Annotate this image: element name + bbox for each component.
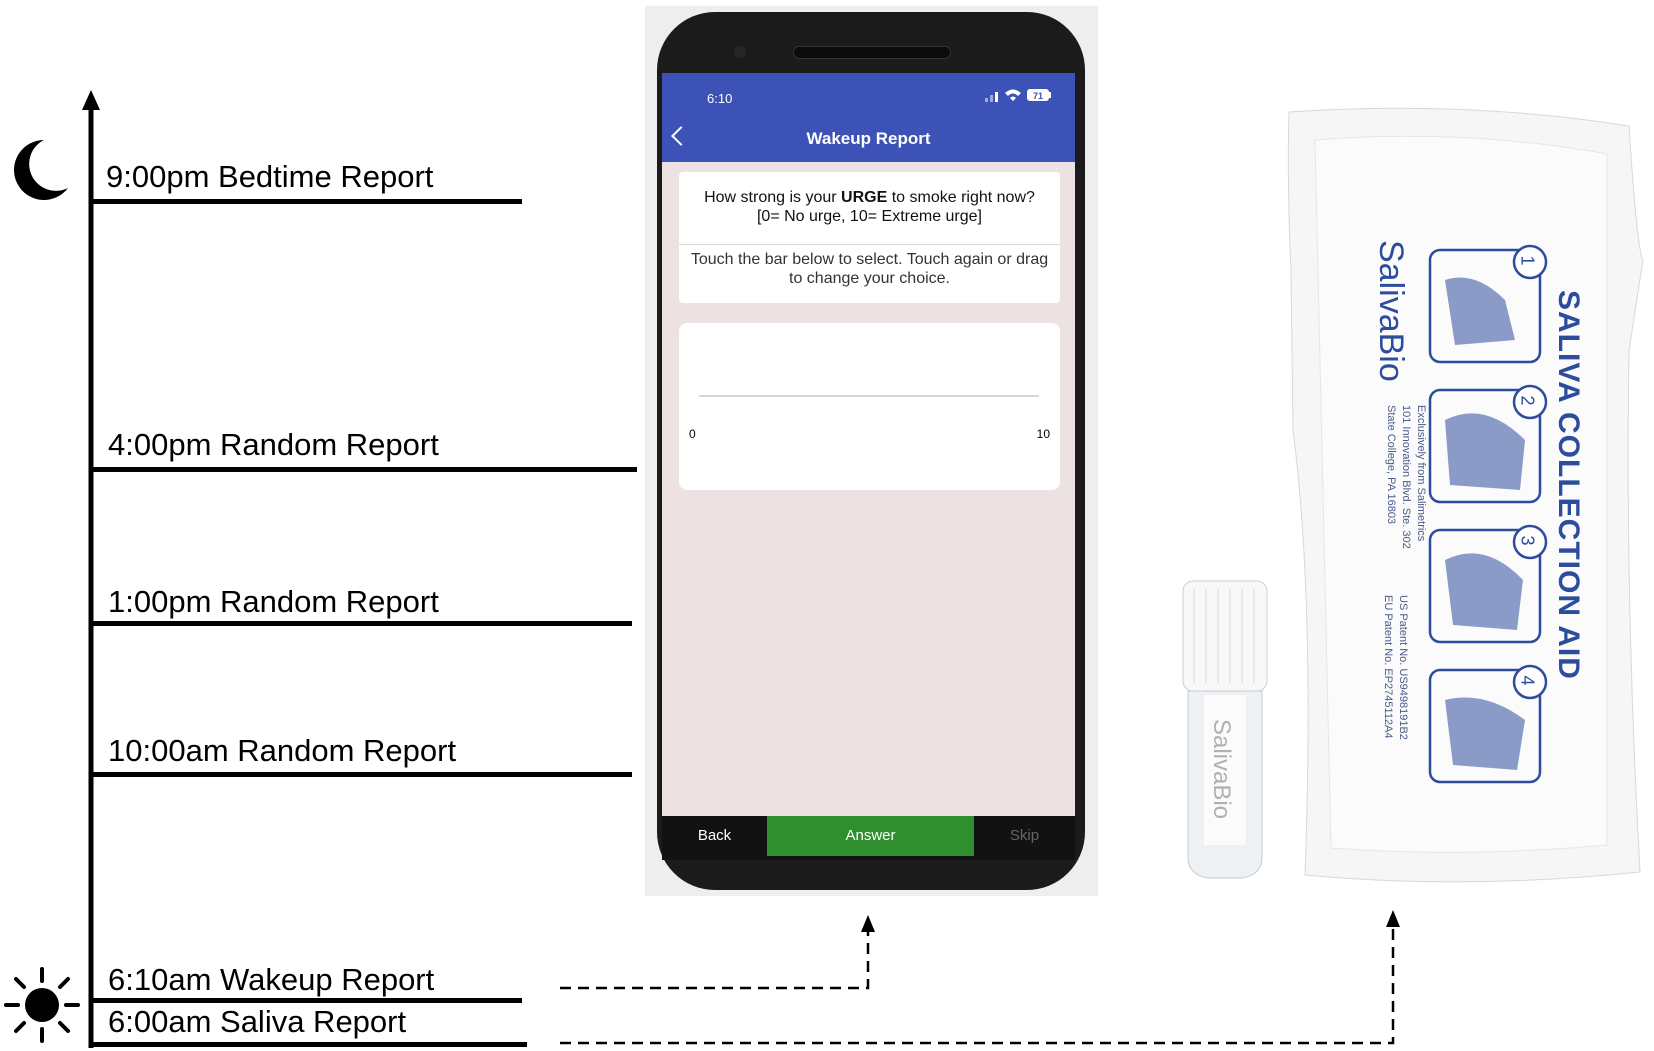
back-button[interactable]: Back [697,827,732,844]
saliva-arrowhead [1386,910,1400,927]
pouch-address: Exclusively from Salimetrics 101 Innovat… [1383,405,1428,549]
question-post: to smoke right now? [887,189,1035,206]
report-line-random-10am [91,772,632,777]
wakeup-connector [560,930,870,990]
pouch-title: SALIVA COLLECTION AID [1552,290,1585,680]
question-text: How strong is your URGE to smoke right n… [689,188,1050,242]
phone-speaker [793,46,951,59]
report-label-wakeup: 6:10am Wakeup Report [108,962,435,997]
question-scale: [0= No urge, 10= Extreme urge] [756,208,982,225]
step-3-panel [1428,528,1542,644]
timeline-axis [82,90,100,1048]
saliva-pouch [1287,107,1644,883]
bottom-nav: Back Answer Skip [662,816,1075,860]
urge-slider-track[interactable] [699,395,1039,397]
question-emphasis: URGE [841,189,888,206]
report-line-saliva [91,1042,527,1047]
pouch-address-line-3: State College, PA 16803 [1385,405,1397,525]
step-4-panel [1428,668,1542,784]
saliva-vial [1182,580,1268,879]
patent-us: US Patent No. US9498191B2 [1397,595,1409,740]
report-label-random-1pm: 1:00pm Random Report [108,584,439,619]
slider-min-label: 0 [689,427,696,441]
battery-icon [1027,89,1049,101]
battery-level: 71 [1033,91,1043,101]
app-title: Wakeup Report [806,129,931,148]
skip-button[interactable]: Skip [1009,827,1040,844]
step-4-number: 4 [1517,675,1538,686]
question-card: How strong is your URGE to smoke right n… [679,172,1060,303]
status-icons: 71 [985,89,1051,102]
pouch-address-line-1: Exclusively from Salimetrics [1415,405,1427,542]
pouch-address-line-2: 101 Innovation Blvd. Ste. 302 [1400,405,1412,549]
phone-camera [734,46,746,58]
report-line-bedtime [91,199,522,204]
report-line-random-1pm [91,621,632,626]
step-3-number: 3 [1517,535,1538,546]
question-divider [679,244,1060,245]
step-2-panel [1428,388,1542,504]
report-line-wakeup [91,998,522,1003]
question-pre: How strong is your [704,189,842,206]
saliva-connector [560,925,1395,1045]
step-1-number: 1 [1517,255,1538,266]
report-label-random-4pm: 4:00pm Random Report [108,427,439,462]
answer-button[interactable]: Answer [767,816,974,856]
report-label-random-10am: 10:00am Random Report [108,733,457,768]
status-time: 6:10 [707,91,733,106]
urge-slider-card: 0 10 [679,323,1060,490]
question-instruction: Touch the bar below to select. Touch aga… [690,251,1049,287]
report-line-random-4pm [91,467,637,472]
patent-eu: EU Patent No. EP2745112A4 [1382,595,1394,739]
vial-label: SalivaBio [1196,705,1246,835]
pouch-brand: SalivaBio [1372,240,1410,382]
slider-max-label: 10 [1036,427,1050,441]
phone-screen: 6:10 71 Wakeup Report How strong is your… [662,73,1075,860]
wifi-icon [1005,89,1021,101]
report-label-saliva: 6:00am Saliva Report [108,1004,407,1039]
report-label-bedtime: 9:00pm Bedtime Report [106,159,434,194]
sun-icon [4,967,80,1043]
wakeup-arrowhead [861,915,875,932]
step-2-number: 2 [1517,395,1538,406]
vial-brand: SalivaBio [1208,718,1235,820]
signal-icon [985,92,998,102]
moon-icon [14,140,68,200]
app-header: 6:10 71 Wakeup Report [662,73,1075,162]
step-1-panel [1428,248,1542,364]
pouch-patents: US Patent No. US9498191B2 EU Patent No. … [1380,595,1410,740]
